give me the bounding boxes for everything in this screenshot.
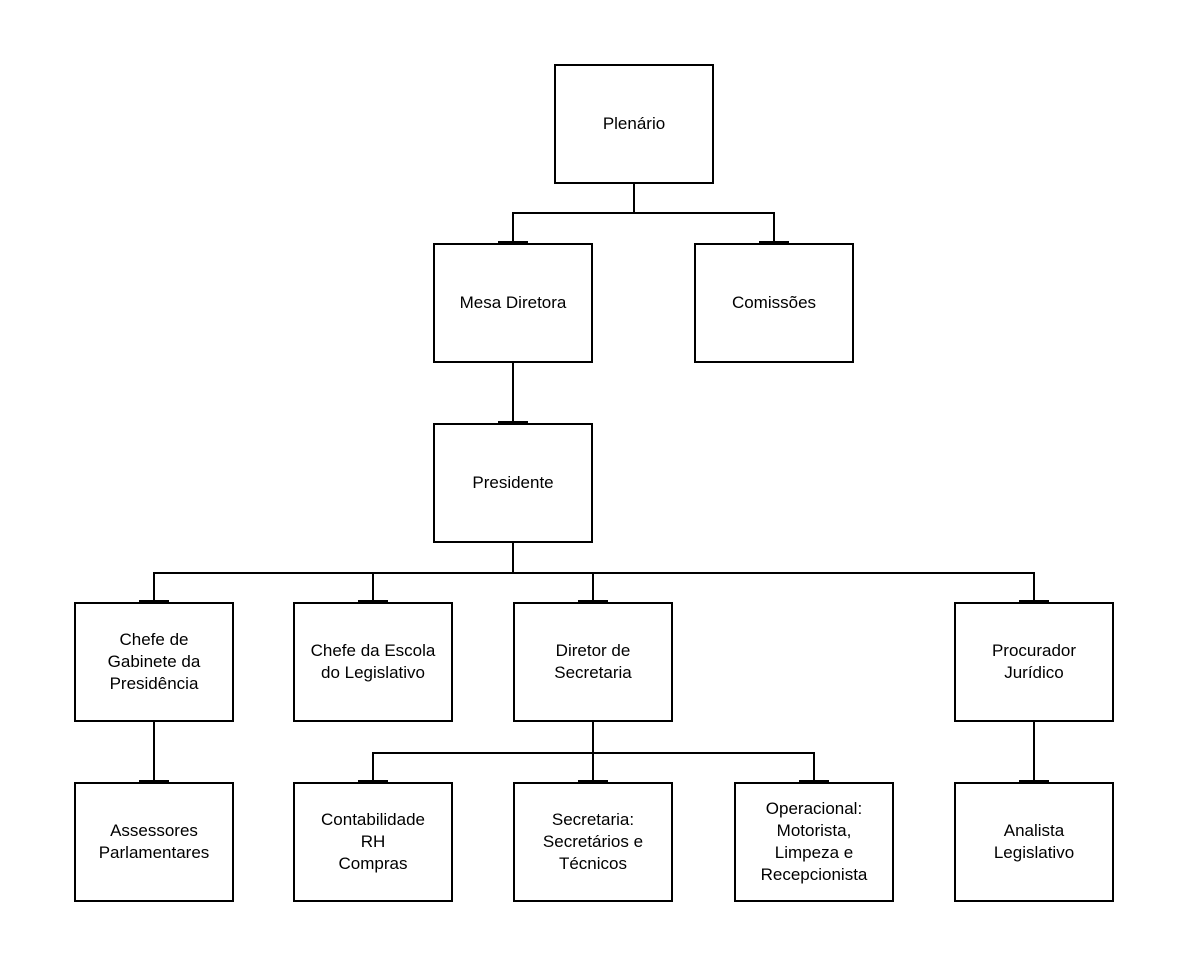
node-label: Diretor de Secretaria bbox=[554, 641, 632, 682]
org-node-operacional[interactable]: Operacional: Motorista, Limpeza e Recepc… bbox=[734, 782, 894, 902]
connector-line bbox=[592, 752, 594, 783]
node-label: Secretaria: Secretários e Técnicos bbox=[542, 810, 644, 873]
org-node-plenario[interactable]: Plenário bbox=[554, 64, 714, 184]
node-label: Presidente bbox=[472, 473, 554, 492]
connector-line bbox=[512, 212, 514, 243]
connector-line bbox=[512, 363, 514, 423]
node-label: Chefe da Escola do Legislativo bbox=[310, 641, 436, 682]
node-label: Contabilidade RH Compras bbox=[321, 810, 425, 873]
connector-line bbox=[773, 212, 775, 243]
org-node-chefe-escola[interactable]: Chefe da Escola do Legislativo bbox=[293, 602, 453, 722]
connector-line bbox=[372, 572, 374, 603]
connector-line bbox=[512, 212, 775, 214]
node-label: Procurador Jurídico bbox=[991, 641, 1077, 682]
org-node-analista-legislativo[interactable]: Analista Legislativo bbox=[954, 782, 1114, 902]
org-node-comissoes[interactable]: Comissões bbox=[694, 243, 854, 363]
connector-line bbox=[813, 752, 815, 783]
connector-line bbox=[633, 184, 635, 213]
org-node-presidente[interactable]: Presidente bbox=[433, 423, 593, 543]
connector-line bbox=[1033, 572, 1035, 603]
node-label: Analista Legislativo bbox=[993, 821, 1075, 862]
node-label: Comissões bbox=[731, 293, 817, 312]
connector-line bbox=[153, 722, 155, 782]
connector-line bbox=[592, 722, 594, 753]
connector-line bbox=[592, 572, 594, 603]
connector-line bbox=[512, 543, 514, 573]
connector-line bbox=[1033, 722, 1035, 782]
node-label: Plenário bbox=[602, 114, 666, 133]
connector-line bbox=[153, 572, 155, 603]
node-label: Operacional: Motorista, Limpeza e Recepc… bbox=[760, 799, 868, 884]
connector-line bbox=[372, 752, 374, 783]
node-label: Mesa Diretora bbox=[459, 293, 567, 312]
org-node-diretor-secretaria[interactable]: Diretor de Secretaria bbox=[513, 602, 673, 722]
connector-line bbox=[153, 572, 1035, 574]
org-node-procurador-juridico[interactable]: Procurador Jurídico bbox=[954, 602, 1114, 722]
org-node-assessores[interactable]: Assessores Parlamentares bbox=[74, 782, 234, 902]
org-node-chefe-gabinete[interactable]: Chefe de Gabinete da Presidência bbox=[74, 602, 234, 722]
node-label: Assessores Parlamentares bbox=[98, 821, 210, 862]
org-node-secretaria[interactable]: Secretaria: Secretários e Técnicos bbox=[513, 782, 673, 902]
org-node-contabilidade-rh-compras[interactable]: Contabilidade RH Compras bbox=[293, 782, 453, 902]
org-node-mesa-diretora[interactable]: Mesa Diretora bbox=[433, 243, 593, 363]
node-label: Chefe de Gabinete da Presidência bbox=[107, 630, 201, 693]
